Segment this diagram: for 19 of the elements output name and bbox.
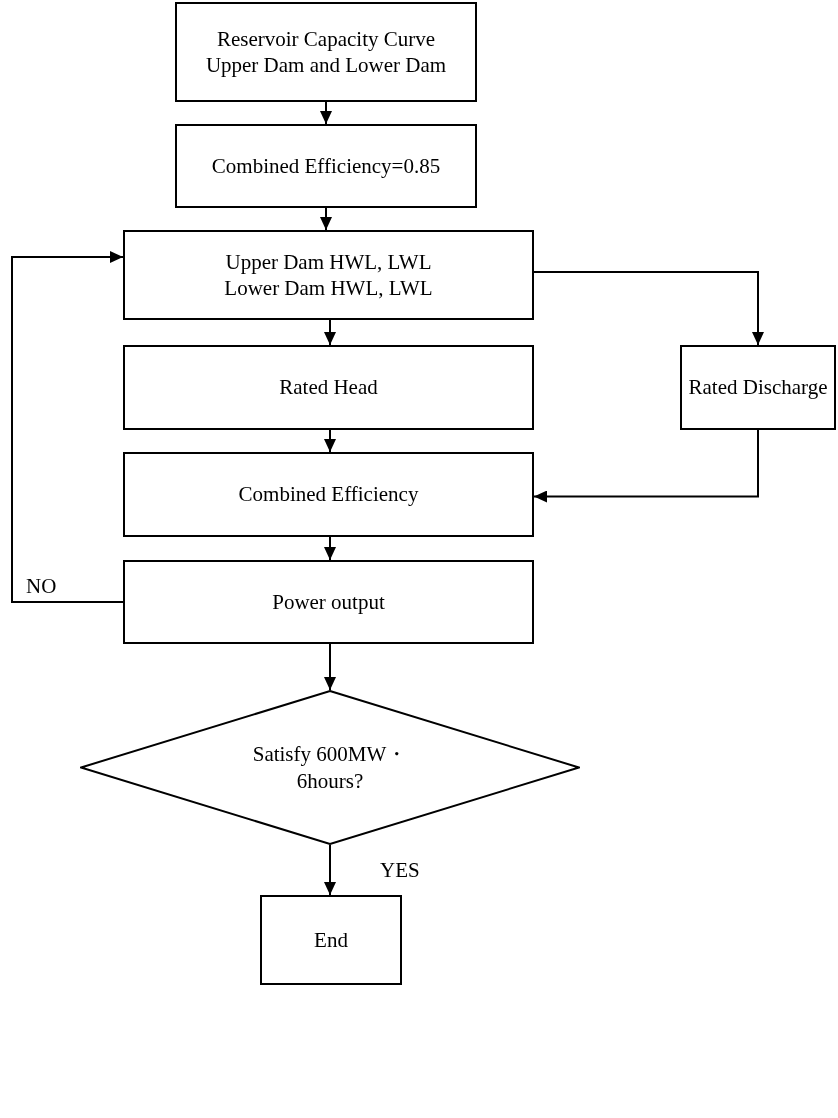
arrow	[320, 101, 332, 125]
arrow	[324, 429, 336, 453]
arrow	[324, 643, 336, 691]
arrow	[324, 844, 336, 896]
process-box: Rated Discharge	[680, 345, 836, 430]
process-box: Reservoir Capacity Curve Upper Dam and Lower Dam	[175, 2, 477, 102]
arrow	[320, 207, 332, 231]
decision-diamond: Satisfy 600MW・6hours?	[80, 690, 580, 845]
arrow	[533, 271, 764, 346]
process-box: Power output	[123, 560, 534, 644]
process-box: End	[260, 895, 402, 985]
arrow	[533, 429, 759, 503]
arrow	[324, 319, 336, 346]
process-box: Combined Efficiency	[123, 452, 534, 537]
process-box: Combined Efficiency=0.85	[175, 124, 477, 208]
arrow	[11, 251, 124, 603]
process-box: Upper Dam HWL, LWL Lower Dam HWL, LWL	[123, 230, 534, 320]
process-box: Rated Head	[123, 345, 534, 430]
arrow	[324, 536, 336, 561]
